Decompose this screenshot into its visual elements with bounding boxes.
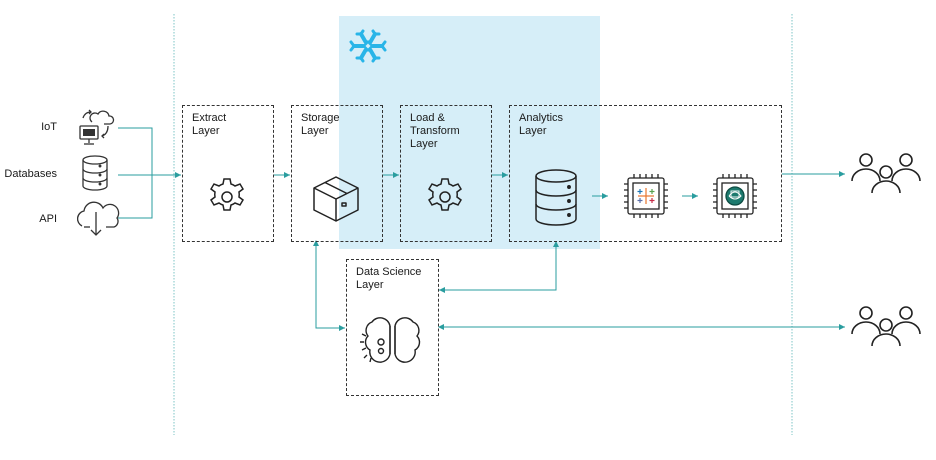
extract-layer-box: Extract Layer xyxy=(182,105,274,242)
load-transform-layer-title: Load & Transform Layer xyxy=(410,112,460,150)
load-transform-layer-box: Load & Transform Layer xyxy=(400,105,492,242)
storage-layer-title: Storage Layer xyxy=(301,112,340,137)
brain-icon xyxy=(360,317,421,363)
users-icon xyxy=(851,306,921,347)
database-stack-icon xyxy=(535,169,577,226)
data-science-layer-box: Data Science Layer xyxy=(346,259,439,396)
gear-icon xyxy=(428,178,462,211)
analytics-layer-box: Analytics Layer xyxy=(509,105,782,242)
arrow-analytics-datascience xyxy=(439,241,559,293)
gear-icon xyxy=(210,178,244,211)
database-icon xyxy=(82,155,108,191)
source-label-databases: Databases xyxy=(4,168,57,180)
iot-device-icon xyxy=(79,109,115,145)
snowflake-icon xyxy=(349,29,387,63)
chip-icon xyxy=(713,174,757,218)
data-science-layer-title: Data Science Layer xyxy=(356,266,422,291)
source-label-api: API xyxy=(39,213,57,225)
arrow-storage-datascience xyxy=(313,240,345,331)
users-icon xyxy=(851,153,921,194)
api-cloud-icon xyxy=(76,201,120,236)
extract-layer-title: Extract Layer xyxy=(192,112,227,137)
source-connectors xyxy=(118,127,181,219)
chip-icon xyxy=(624,174,668,218)
box-icon xyxy=(313,176,359,222)
analytics-layer-title: Analytics Layer xyxy=(519,112,564,137)
source-label-iot: IoT xyxy=(41,121,57,133)
storage-layer-box: Storage Layer xyxy=(291,105,383,242)
